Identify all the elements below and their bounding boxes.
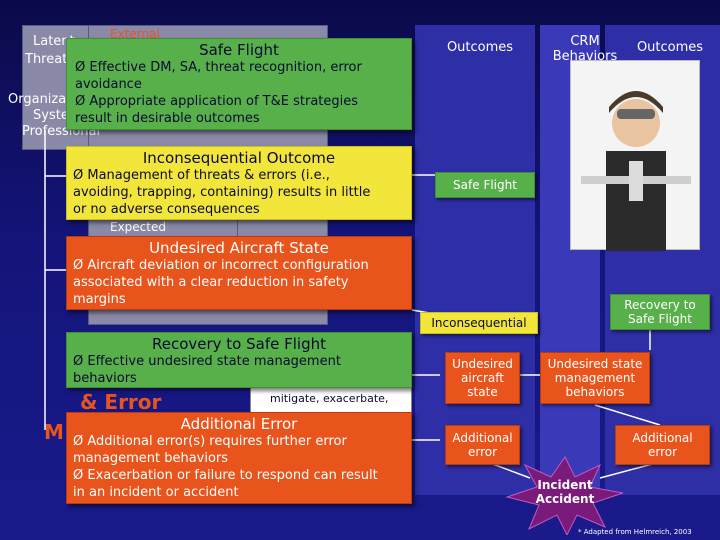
right-additional-error-2: Additional error [615, 425, 710, 465]
inconsequential-box: Inconsequential Outcome Ø Management of … [66, 146, 412, 220]
external-label: External [110, 27, 160, 41]
undesired-state-title: Undesired Aircraft State [149, 239, 329, 257]
undesired-state-line-3: margins [73, 292, 126, 307]
right-undesired-state: Undesired aircraft state [445, 352, 520, 404]
additional-error-line-1: Ø Additional error(s) requires further e… [73, 434, 347, 449]
incident-starburst [505, 456, 624, 535]
additional-error-line-4: in an incident or accident [73, 485, 239, 500]
recovery-box: Recovery to Safe Flight Ø Effective unde… [66, 332, 412, 388]
right-inconsequential: Inconsequential [420, 312, 538, 334]
expected-label: Expected [110, 220, 166, 234]
recovery-line-1: Ø Effective undesired state management [73, 354, 341, 369]
child-with-airplane-image [570, 60, 700, 251]
mitigate-label: mitigate, exacerbate, [270, 392, 389, 405]
recovery-line-2: behaviors [73, 371, 137, 386]
undesired-state-line-2: associated with a clear reduction in saf… [73, 275, 349, 290]
citation: * Adapted from Helmreich, 2003 [578, 528, 692, 536]
inconsequential-line-1: Ø Management of threats & errors (i.e., [73, 168, 330, 183]
management-prefix: M [44, 420, 64, 444]
threats-label: Threats [25, 52, 75, 67]
safe-flight-line-2: avoidance [75, 77, 142, 92]
child-illustration [581, 91, 691, 251]
right-undesired-behaviors: Undesired state management behaviors [540, 352, 650, 404]
safe-flight-box: Safe Flight Ø Effective DM, SA, threat r… [66, 38, 412, 130]
latent-label: Latent [33, 34, 75, 49]
outcomes-lane-title: Outcomes [446, 40, 514, 55]
additional-error-box: Additional Error Ø Additional error(s) r… [66, 412, 412, 504]
outcomes-lane-2-title: Outcomes [636, 40, 704, 55]
right-safe-flight: Safe Flight [435, 172, 535, 198]
safe-flight-line-4: result in desirable outcomes [75, 111, 260, 126]
safe-flight-title: Safe Flight [199, 41, 279, 59]
safe-flight-line-3: Ø Appropriate application of T&E strateg… [75, 94, 359, 109]
additional-error-line-2: management behaviors [73, 451, 229, 466]
and-error-label: & Error [80, 390, 162, 414]
undesired-state-box: Undesired Aircraft State Ø Aircraft devi… [66, 236, 412, 310]
additional-error-line-3: Ø Exacerbation or failure to respond can… [73, 468, 378, 483]
inconsequential-line-3: or no adverse consequences [73, 202, 260, 217]
safe-flight-line-1: Ø Effective DM, SA, threat recognition, … [75, 60, 362, 75]
incident-label: Incident Accident [535, 478, 595, 506]
recovery-title: Recovery to Safe Flight [151, 335, 326, 353]
additional-error-title: Additional Error [180, 415, 298, 433]
inconsequential-line-2: avoiding, trapping, containing) results … [73, 185, 371, 200]
undesired-state-line-1: Ø Aircraft deviation or incorrect config… [73, 258, 369, 273]
right-recovery: Recovery to Safe Flight [610, 294, 710, 330]
inconsequential-title: Inconsequential Outcome [142, 149, 336, 167]
right-additional-error-1: Additional error [445, 425, 520, 465]
outcomes-lane [415, 25, 535, 495]
